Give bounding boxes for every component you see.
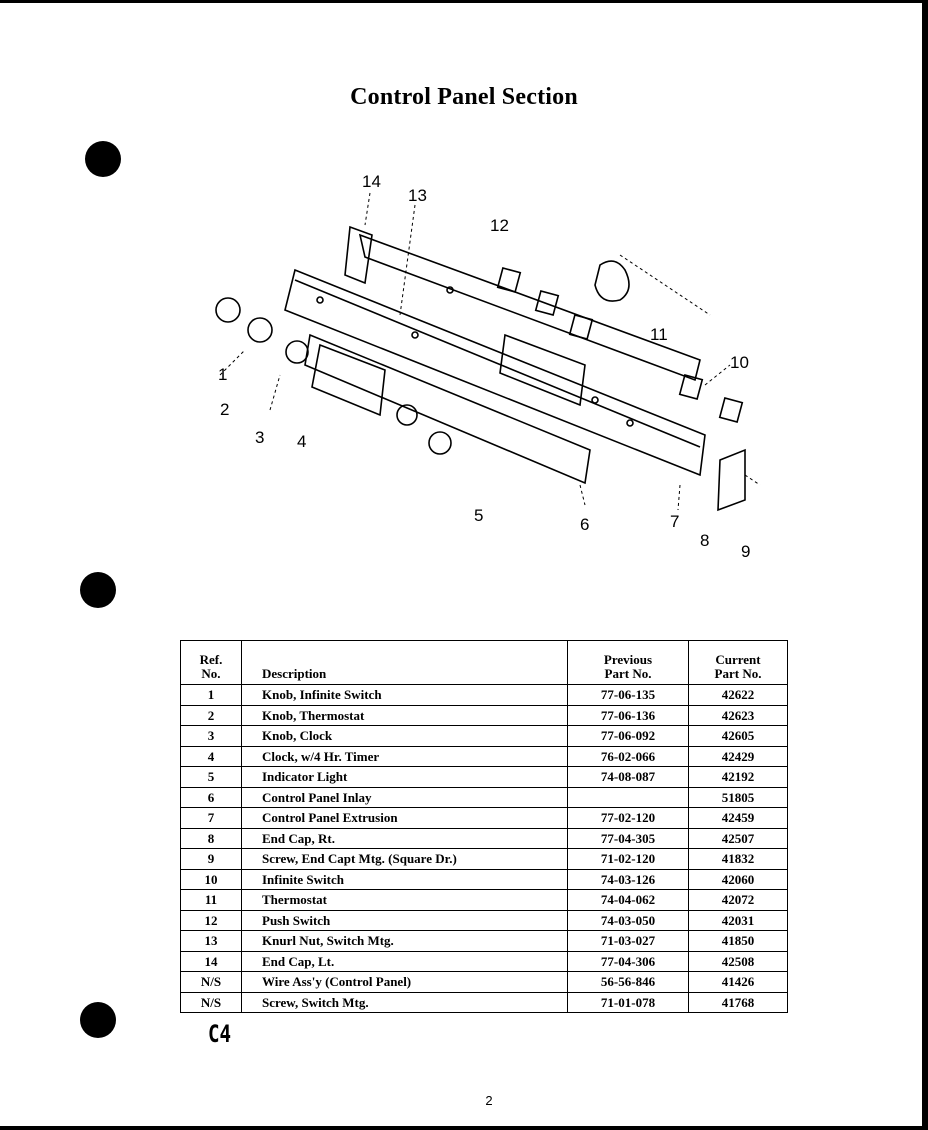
callout-5: 5 xyxy=(474,506,483,525)
thermostat xyxy=(594,260,630,302)
top-trim xyxy=(358,233,701,382)
control-panel-inlay xyxy=(304,333,591,485)
knob-extra xyxy=(428,431,452,455)
callout-8: 8 xyxy=(700,531,709,550)
callout-13: 13 xyxy=(408,186,427,205)
push-switch-b xyxy=(534,290,560,316)
display-window xyxy=(499,333,586,407)
infinite-switch-a xyxy=(678,374,704,400)
exploded-parts-diagram: 14 13 12 11 10 1 2 3 4 5 6 7 8 9 xyxy=(215,172,761,561)
callout-14: 14 xyxy=(362,172,381,191)
binder-hole-top xyxy=(85,141,121,177)
page-number: 2 xyxy=(485,1093,493,1108)
page-frame-top xyxy=(0,0,928,3)
callout-6: 6 xyxy=(580,515,589,534)
callout-11: 11 xyxy=(650,325,668,344)
header-description: Description xyxy=(241,640,568,685)
callout-10: 10 xyxy=(730,353,749,372)
callout-9: 9 xyxy=(741,542,750,561)
push-switch-c xyxy=(568,314,594,340)
callout-7: 7 xyxy=(670,512,679,531)
page-code: C4 xyxy=(208,1020,232,1048)
end-cap-left xyxy=(344,225,373,285)
knob-1 xyxy=(215,297,241,323)
callout-4: 4 xyxy=(297,432,306,451)
push-switch-a xyxy=(496,267,522,293)
control-panel-extrusion xyxy=(284,268,706,477)
binder-hole-bottom xyxy=(80,1002,116,1038)
callout-1: 1 xyxy=(218,365,227,384)
callout-3: 3 xyxy=(255,428,264,447)
binder-hole-middle xyxy=(80,572,116,608)
page-title: Control Panel Section xyxy=(350,84,578,110)
callout-2: 2 xyxy=(220,400,229,419)
end-cap-right xyxy=(717,448,746,512)
knob-clock xyxy=(396,404,418,426)
page-frame-right xyxy=(922,0,928,1130)
infinite-switch-b xyxy=(718,397,744,423)
knob-3 xyxy=(285,340,309,364)
clock-timer xyxy=(311,343,386,417)
callout-12: 12 xyxy=(490,216,509,235)
knob-2 xyxy=(247,317,273,343)
page-frame-bottom xyxy=(0,1126,928,1130)
header-ref: Ref.No. xyxy=(180,640,242,685)
